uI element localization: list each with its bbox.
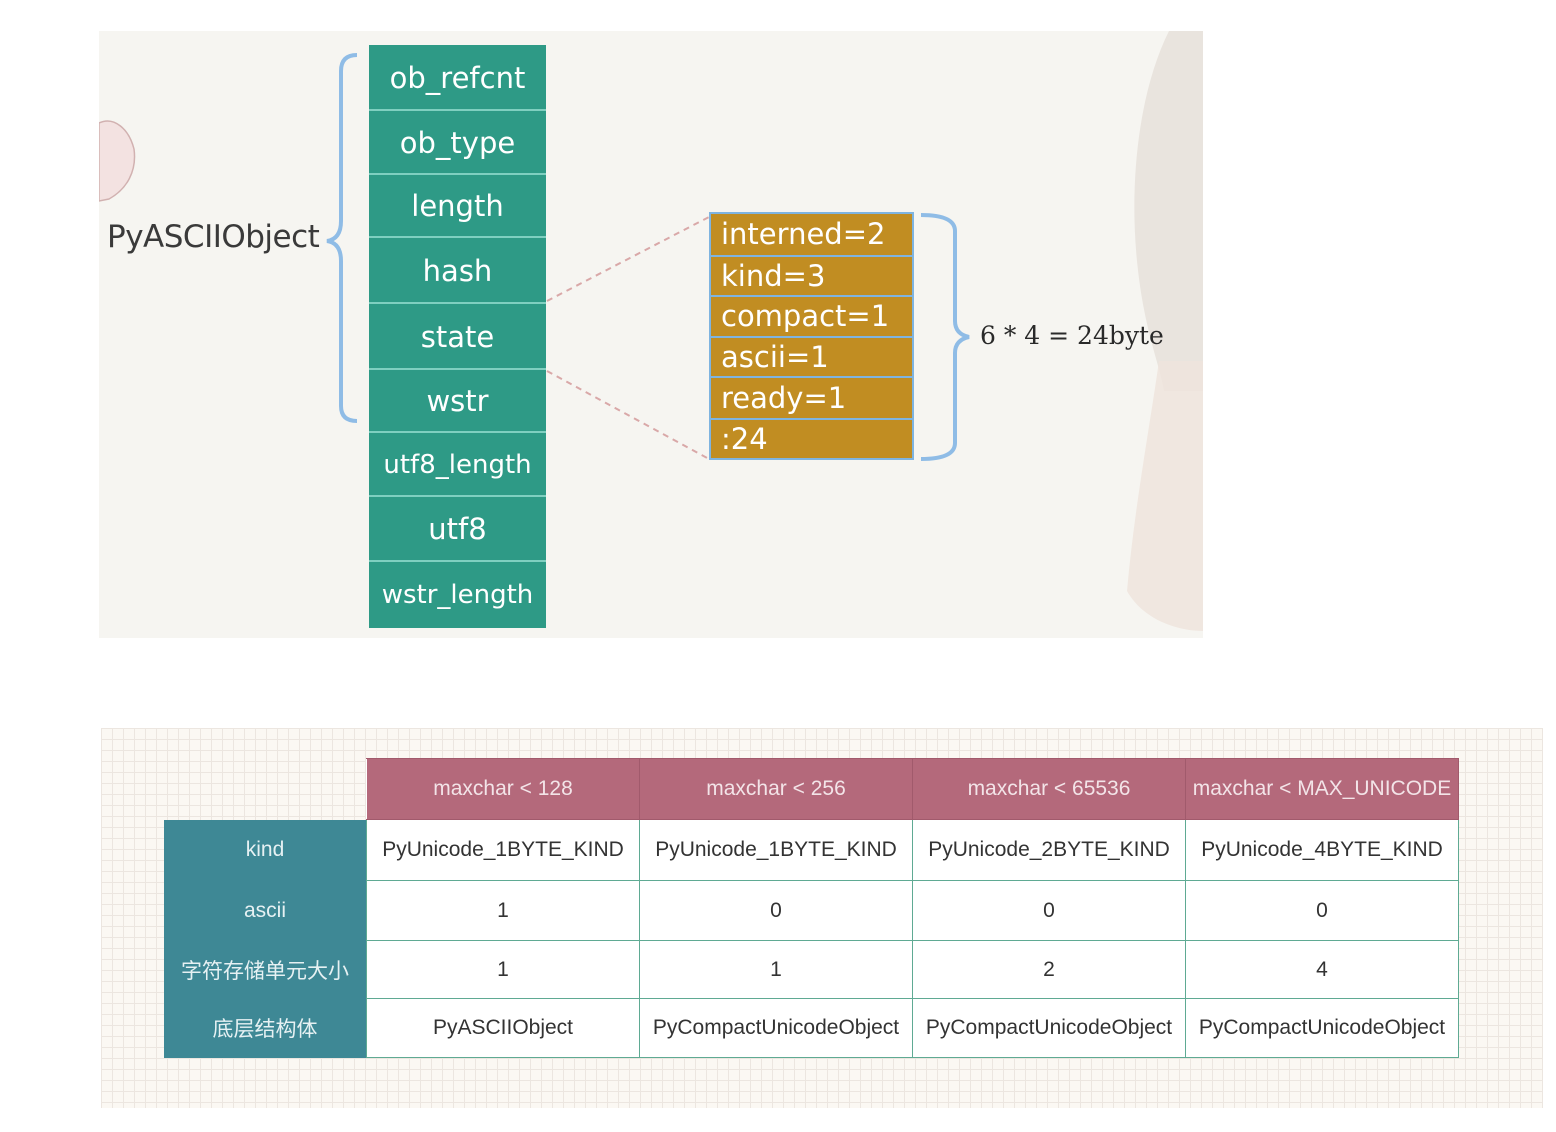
field-utf8-length: utf8_length: [369, 433, 546, 497]
row-header: 底层结构体: [164, 998, 367, 1058]
state-bit-compact: compact=1: [711, 297, 912, 338]
diagram-decorations: [99, 31, 1203, 631]
table-cell: 2: [912, 940, 1186, 999]
table-cell: PyUnicode_1BYTE_KIND: [639, 819, 913, 881]
column-header: maxchar < 128: [366, 758, 640, 820]
table-row: kind PyUnicode_1BYTE_KIND PyUnicode_1BYT…: [164, 819, 1459, 881]
table-cell: 1: [366, 880, 640, 941]
row-header: 字符存储单元大小: [164, 940, 367, 999]
table-cell: 0: [912, 880, 1186, 941]
field-wstr-length: wstr_length: [369, 562, 546, 628]
row-header: kind: [164, 819, 367, 881]
field-stack: ob_refcnt ob_type length hash state wstr…: [369, 45, 546, 628]
field-wstr: wstr: [369, 370, 546, 433]
table-cell: 1: [366, 940, 640, 999]
table-cell: PyUnicode_4BYTE_KIND: [1185, 819, 1459, 881]
field-ob-type: ob_type: [369, 111, 546, 175]
field-length: length: [369, 175, 546, 238]
table-header-row: maxchar < 128 maxchar < 256 maxchar < 65…: [164, 758, 1459, 820]
state-bits-stack: interned=2 kind=3 compact=1 ascii=1 read…: [709, 212, 914, 460]
decorative-hand: [99, 120, 136, 202]
table-row: 字符存储单元大小 1 1 2 4: [164, 940, 1459, 999]
column-header: maxchar < MAX_UNICODE: [1185, 758, 1459, 820]
field-state: state: [369, 304, 546, 370]
column-header: maxchar < 256: [639, 758, 913, 820]
object-brace: [326, 53, 358, 423]
column-header: maxchar < 65536: [912, 758, 1186, 820]
table-corner: [164, 759, 367, 820]
field-utf8: utf8: [369, 497, 546, 562]
field-ob-refcnt: ob_refcnt: [369, 45, 546, 111]
table-cell: PyUnicode_1BYTE_KIND: [366, 819, 640, 881]
table-cell: PyCompactUnicodeObject: [1185, 998, 1459, 1058]
object-name-label: PyASCIIObject: [107, 219, 320, 255]
state-bit-interned: interned=2: [711, 214, 912, 257]
decorative-figure-hair: [1134, 31, 1203, 391]
state-bit-padding: :24: [721, 421, 768, 456]
state-brace: [920, 213, 970, 461]
pyasciiobject-diagram: PyASCIIObject ob_refcnt ob_type length h…: [99, 31, 1203, 638]
state-link-top: [546, 216, 710, 302]
table-row: 底层结构体 PyASCIIObject PyCompactUnicodeObje…: [164, 998, 1459, 1058]
state-bit-ascii: ascii=1: [711, 338, 912, 378]
decorative-figure-dress: [1127, 361, 1203, 631]
table-cell: PyASCIIObject: [366, 998, 640, 1058]
state-link-bottom: [546, 370, 710, 460]
unicode-kind-table-panel: maxchar < 128 maxchar < 256 maxchar < 65…: [101, 728, 1543, 1108]
unicode-kind-table: maxchar < 128 maxchar < 256 maxchar < 65…: [164, 758, 1459, 1058]
state-bit-ready: ready=1: [711, 378, 912, 420]
table-cell: 4: [1185, 940, 1459, 999]
table-cell: PyCompactUnicodeObject: [912, 998, 1186, 1058]
state-bit-kind: kind=3: [711, 257, 912, 297]
table-row: ascii 1 0 0 0: [164, 880, 1459, 941]
field-hash: hash: [369, 238, 546, 304]
table-cell: 0: [639, 880, 913, 941]
table-cell: PyUnicode_2BYTE_KIND: [912, 819, 1186, 881]
state-size-label: 6 * 4 = 24byte: [980, 321, 1164, 350]
table-cell: PyCompactUnicodeObject: [639, 998, 913, 1058]
table-cell: 0: [1185, 880, 1459, 941]
table-cell: 1: [639, 940, 913, 999]
row-header: ascii: [164, 880, 367, 941]
